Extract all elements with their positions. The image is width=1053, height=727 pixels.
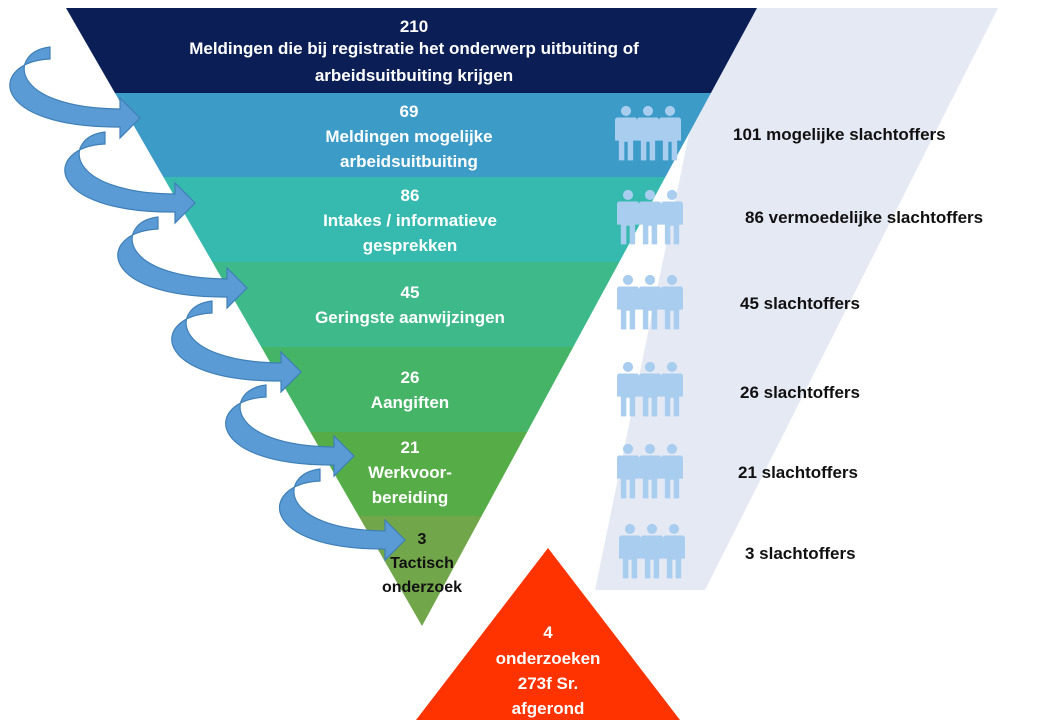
curved-arrow-icon <box>171 300 302 394</box>
victim-label-4: 26 slachtoffers <box>740 383 860 402</box>
stage-value: 21 <box>401 438 420 457</box>
funnel-stage-shape <box>66 8 757 93</box>
stage-label-line: Meldingen mogelijke <box>325 127 492 146</box>
stage-label-line: gesprekken <box>363 236 458 255</box>
background-funnel-shape <box>595 8 998 590</box>
outcome-label-line: onderzoeken <box>496 649 601 668</box>
stage-label-line: Werkvoor- <box>368 463 452 482</box>
arrow-shape <box>171 300 302 394</box>
stage-label-line: Intakes / informatieve <box>323 211 497 230</box>
outcome-value: 4 <box>543 623 553 642</box>
victim-label-3: 45 slachtoffers <box>740 294 860 313</box>
stage-value: 86 <box>401 186 420 205</box>
arrow-shape <box>9 46 141 140</box>
stage-value: 45 <box>401 283 420 302</box>
funnel-stage-shape <box>163 177 666 262</box>
funnel-stage-shape <box>310 432 528 516</box>
curved-arrow-icon <box>117 216 248 310</box>
arrow-shape <box>117 216 248 310</box>
stage-label-line: Tactisch <box>390 555 454 572</box>
curved-arrow-icon <box>9 46 141 140</box>
curved-arrow-icon <box>64 131 196 225</box>
stage-label-line: Geringste aanwijzingen <box>315 308 505 327</box>
stage-label-line: arbeidsuitbuiting <box>340 152 478 171</box>
stage-value: 3 <box>418 531 427 548</box>
curved-arrow-icon <box>225 384 355 478</box>
funnel-stage-shape <box>212 262 620 347</box>
stage-label-line: Meldingen die bij registratie het onderw… <box>189 39 639 58</box>
stage-label-line: Aangiften <box>371 393 449 412</box>
victim-label-6: 3 slachtoffers <box>745 544 856 563</box>
victim-label-1: 101 mogelijke slachtoffers <box>733 125 946 144</box>
stage-value: 26 <box>401 368 420 387</box>
arrow-shape <box>225 384 355 478</box>
outcome-triangle: 4 onderzoeken 273f Sr. afgerond <box>416 548 680 720</box>
stage-label-line: bereiding <box>372 488 449 507</box>
victim-label-2: 86 vermoedelijke slachtoffers <box>745 208 983 227</box>
curved-arrow-icon <box>279 468 406 562</box>
outcome-label-line: afgerond <box>512 699 585 718</box>
stage-label-line: onderzoek <box>382 579 462 596</box>
funnel-stage-shape <box>261 347 574 432</box>
stage-value: 210 <box>400 17 428 36</box>
stage-label-line: arbeidsuitbuiting krijgen <box>315 66 513 85</box>
stage-value: 69 <box>400 102 419 121</box>
curved-arrows <box>9 46 406 562</box>
victim-label-5: 21 slachtoffers <box>738 463 858 482</box>
victim-labels: 101 mogelijke slachtoffers 86 vermoedeli… <box>733 125 983 563</box>
arrow-shape <box>64 131 196 225</box>
outcome-triangle-shape <box>416 548 680 720</box>
outcome-label-line: 273f Sr. <box>518 674 579 693</box>
funnel-stage-shape <box>114 93 711 177</box>
arrow-shape <box>279 468 406 562</box>
